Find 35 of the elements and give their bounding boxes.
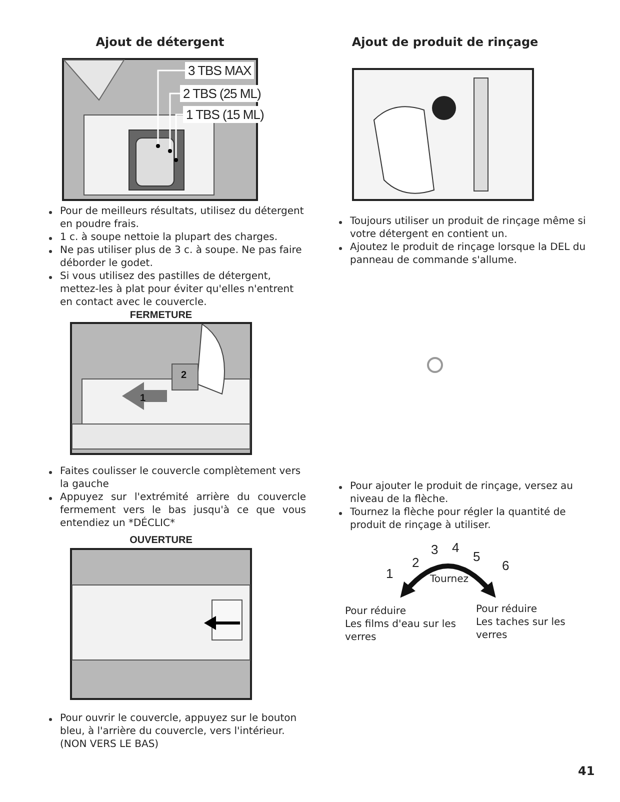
picture-caption: FERMETURE — [128, 310, 194, 321]
dial-label: Tournez — [430, 573, 470, 586]
note-text: Pour réduire — [476, 603, 538, 616]
page-number: 41 — [578, 764, 595, 778]
callout-label: 3 TBS MAX — [185, 62, 254, 79]
bullet-text: Si vous utilisez des pastilles de détergent, mettez-les à plat pour éviter qu'elles n'entrent en contact avec le couvercle. — [60, 270, 295, 309]
note-text: Les films d'eau sur les verres — [345, 618, 458, 644]
bullet-text: Pour de meilleurs résultats, utilisez du détergent en poudre frais. — [60, 205, 305, 231]
leader-line — [157, 70, 187, 146]
bullet-text: Pour ajouter le produit de rinçage, versez au niveau de la flèche. — [350, 480, 574, 506]
callout-label: 1 TBS (15 ML) — [183, 106, 267, 123]
step-number: 1 — [140, 393, 146, 404]
note-text: Pour réduire — [345, 605, 407, 618]
step-number: 2 — [181, 370, 187, 381]
dial-number: 2 — [412, 555, 420, 570]
section-heading: Ajout de produit de rinçage — [350, 35, 540, 49]
leader-line — [169, 92, 182, 151]
bullet-text: Pour ouvrir le couvercle, appuyez sur le bouton bleu, à l'arrière du couvercle, vers l'intérieur. (NON VERS LE BAS) — [60, 712, 298, 751]
dial-number: 4 — [452, 540, 460, 555]
note-text: Les taches sur les verres — [476, 616, 566, 642]
bullet-text: Faites coulisser le couvercle complètement vers la gauche — [60, 465, 302, 491]
picture-caption: OUVERTURE — [128, 535, 194, 546]
dial-number: 5 — [473, 549, 480, 564]
callout-label: 2 TBS (25 ML) — [180, 85, 264, 102]
leader-line — [175, 114, 185, 160]
bullet-text: 1 c. à soupe nettoie la plupart des charges. — [60, 231, 279, 244]
dial-number: 1 — [386, 566, 394, 581]
bullet-text: Toujours utiliser un produit de rinçage même si votre détergent en contient un. — [350, 215, 587, 241]
bullet-text: Ne pas utiliser plus de 3 c. à soupe. Ne pas faire déborder le godet. — [60, 244, 303, 270]
dial-number: 6 — [502, 558, 510, 573]
dial-number: 3 — [431, 542, 438, 557]
bullet-text: Appuyez sur l'extrémité arrière du couvercle fermement vers le bas jusqu'à ce que vous entendiez un *DÉCLIC* — [60, 491, 306, 530]
section-heading: Ajout de détergent — [94, 35, 226, 49]
bullet-text: Tournez la flèche pour régler la quantité de produit de rinçage à utiliser. — [350, 506, 567, 532]
bullet-text: Ajoutez le produit de rinçage lorsque la DEL du panneau de commande s'allume. — [350, 241, 587, 267]
